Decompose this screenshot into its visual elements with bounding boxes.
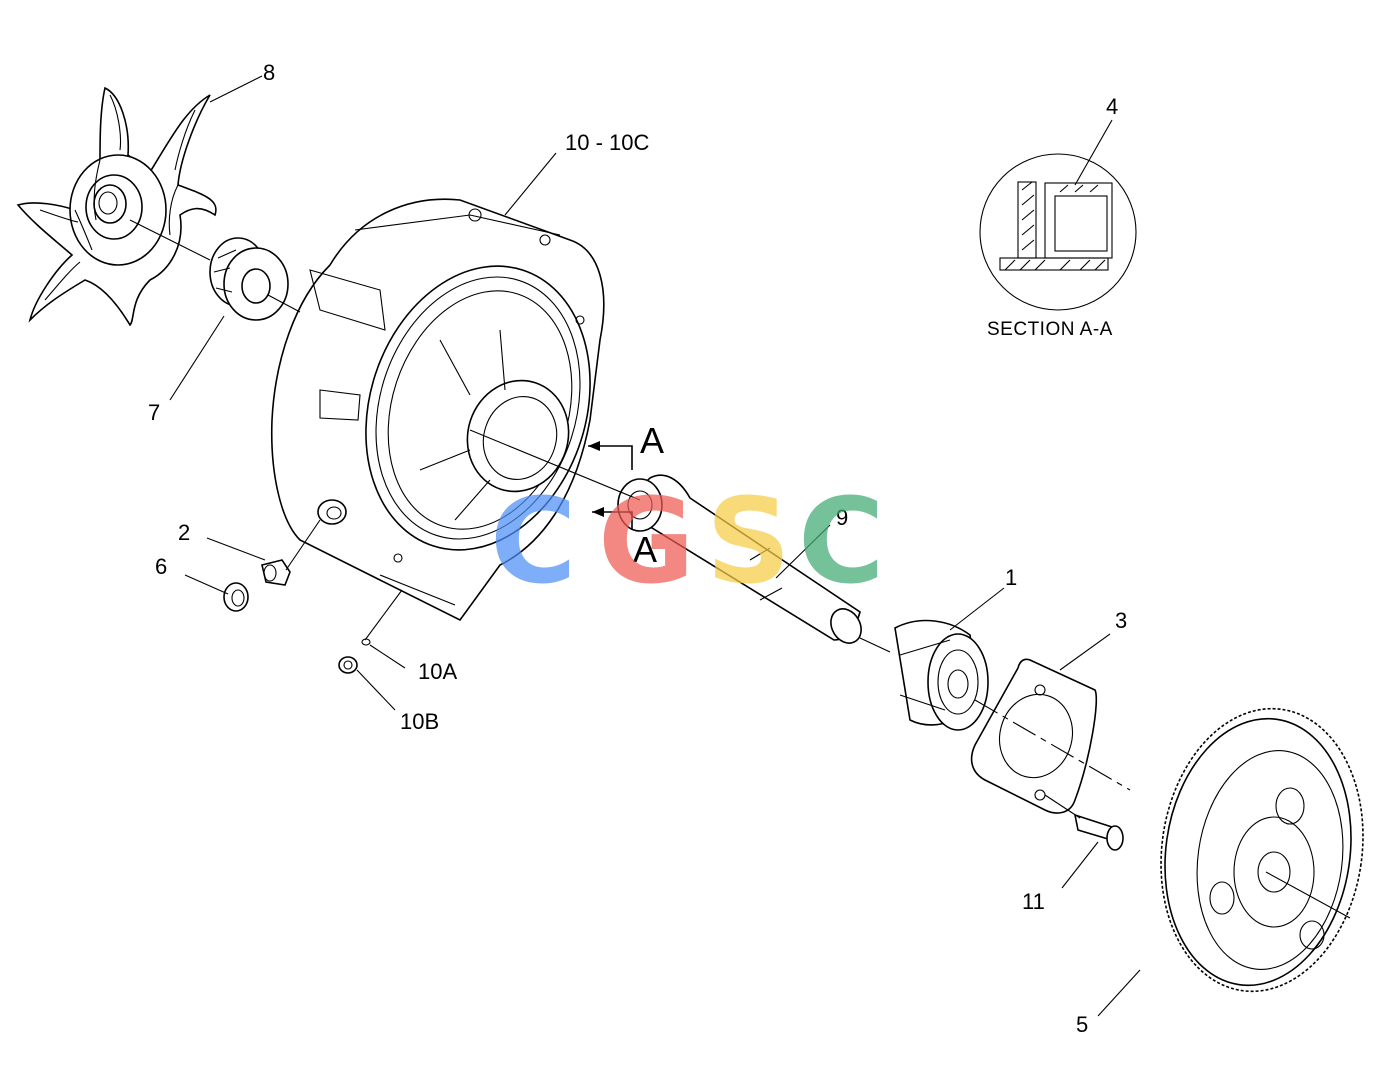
plug-part-2 (261, 559, 291, 586)
section-a-a-detail (979, 153, 1137, 311)
callout-1: 1 (1005, 565, 1017, 590)
section-marker-top-label: A (640, 420, 664, 461)
callout-8: 8 (263, 60, 275, 85)
leader-lines (169, 75, 1141, 1017)
callout-5: 5 (1076, 1012, 1088, 1037)
section-marker: A A (588, 420, 664, 570)
gear-part-5 (1160, 707, 1364, 993)
watermark-letter: G (598, 472, 695, 610)
impeller-part-8 (16, 86, 217, 327)
seal-part-7 (209, 237, 289, 321)
callout-2: 2 (178, 520, 190, 545)
gasket-part-3 (970, 658, 1098, 814)
callout-10a: 10A (418, 659, 457, 684)
callout-11: 11 (1022, 889, 1045, 914)
section-title: SECTION A-A (987, 319, 1113, 340)
shaft-part-9 (617, 474, 862, 644)
callout-3: 3 (1115, 608, 1127, 633)
callout-10b: 10B (400, 709, 439, 734)
callout-7: 7 (148, 400, 160, 425)
assembly-centerlines (129, 219, 1351, 919)
housing-part-10 (270, 198, 605, 622)
watermark-letter: S (706, 472, 791, 610)
bearing-part-1 (894, 619, 989, 731)
callout-4: 4 (1106, 94, 1118, 119)
fitting-part-10a-10b (338, 638, 371, 674)
section-marker-bottom-label: A (633, 529, 657, 570)
callout-9: 9 (836, 505, 848, 530)
callout-labels: 8 10 - 10C 7 4 2 6 10A 10B 9 1 3 11 5 SE… (148, 60, 1127, 1037)
watermark-letter: C (490, 472, 577, 610)
callout-10-10c: 10 - 10C (565, 130, 649, 155)
washer-part-6 (223, 582, 249, 612)
bolt-part-11 (1073, 813, 1124, 851)
watermark-letter: C (798, 472, 885, 610)
callout-6: 6 (155, 554, 167, 579)
